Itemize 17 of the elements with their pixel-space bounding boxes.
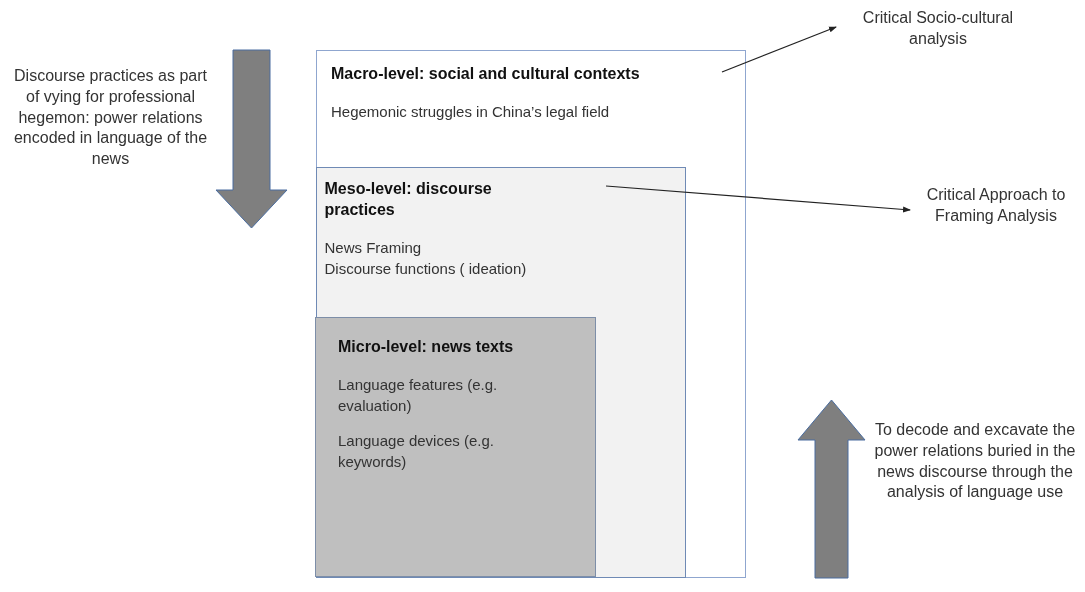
description-text: To decode and excavate the power relations buried in the news discourse through the analysis of language use: [873, 420, 1077, 503]
annotation-text: Critical Socio-cultural analysis: [838, 8, 1038, 50]
annotation-text: Critical Approach to Framing Analysis: [912, 185, 1080, 227]
arrow: [605, 185, 911, 213]
level-text: Language features (e.g. evaluation): [338, 374, 499, 416]
level-heading: Macro-level: social and cultural contexts: [331, 64, 641, 84]
description-text: Discourse practices as part of vying for professional hegemon: power relations encoded in language of the news: [12, 66, 209, 170]
level-text: News Framing: [324, 237, 423, 258]
arrow: [721, 26, 837, 73]
level-heading: Meso-level: discourse practices: [324, 178, 493, 221]
level-text: Language devices (e.g. keywords): [338, 430, 495, 472]
level-box: [315, 166, 686, 578]
level-box: [316, 50, 746, 578]
level-text: Hegemonic struggles in China’s legal field: [331, 101, 611, 122]
level-text: Discourse functions ( ideation): [324, 258, 528, 279]
level-heading: Micro-level: news texts: [338, 337, 515, 357]
level-box: [315, 317, 596, 577]
